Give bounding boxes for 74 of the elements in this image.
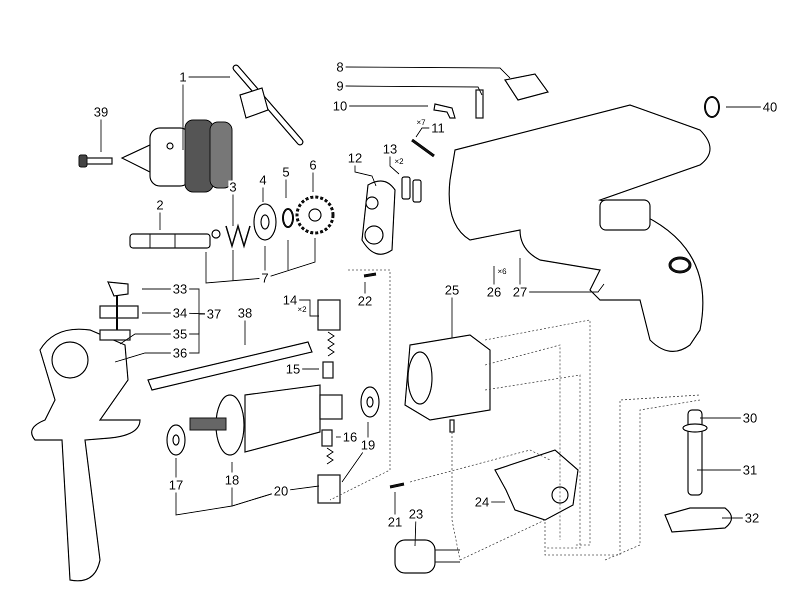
callout-number: 16: [342, 430, 358, 444]
leader-line: [100, 119, 102, 152]
callout-number: 3: [228, 180, 238, 194]
callout-number: 2: [155, 198, 165, 212]
callout-number: 13: [382, 142, 398, 156]
leader-line: [188, 76, 230, 78]
leader-line: [726, 106, 762, 108]
leader-line: [416, 128, 430, 138]
callout-number: 12: [346, 152, 364, 164]
quantity-note: ×2: [394, 158, 404, 166]
callout-number: 35: [172, 328, 188, 340]
leader-line: [206, 252, 260, 284]
callout-number: 25: [444, 284, 460, 296]
callout-number: 17: [168, 478, 184, 492]
quantity-note: ×6: [497, 268, 507, 276]
callout-number: 24: [474, 496, 490, 508]
callout-number: 20: [272, 484, 290, 498]
callout-number: 8: [335, 60, 345, 74]
callout-number: 26: [486, 286, 502, 298]
leader-line: [312, 172, 314, 192]
quantity-note: ×7: [416, 119, 426, 127]
leader-line: [302, 368, 320, 370]
callout-number: 36: [172, 346, 188, 360]
leader-line: [298, 300, 320, 316]
callout-number: 21: [386, 516, 404, 528]
leader-line: [270, 238, 316, 277]
callout-number: 9: [335, 80, 345, 92]
callout-number: 22: [356, 294, 374, 308]
leader-line: [188, 312, 206, 314]
quantity-note: ×2: [297, 306, 307, 314]
callout-number: 5: [281, 166, 291, 178]
leader-line: [364, 282, 366, 294]
callout-number: 7: [260, 272, 270, 284]
leader-line: [182, 84, 184, 150]
leader-line: [528, 284, 604, 292]
leader-line: [342, 452, 364, 482]
callout-number: 31: [742, 464, 758, 476]
callout-number: 37: [206, 308, 222, 320]
callout-number: 40: [762, 100, 778, 114]
leader-line: [232, 487, 272, 507]
leader-line: [120, 334, 172, 344]
callout-number: 19: [360, 438, 376, 452]
leader-line: [336, 436, 342, 438]
callout-number: 10: [332, 100, 348, 112]
leader-line: [142, 288, 172, 290]
callout-number: 6: [308, 158, 318, 172]
callout-number: 14: [282, 294, 298, 306]
leader-line: [414, 521, 416, 546]
callout-number: 27: [512, 286, 528, 298]
callout-number: 39: [92, 106, 110, 118]
callout-number: 32: [744, 512, 760, 524]
leader-line: [232, 194, 234, 226]
callout-number: 11: [430, 122, 446, 134]
callout-number: 33: [172, 282, 188, 296]
leader-line: [114, 352, 172, 362]
leader-line: [264, 246, 266, 271]
leader-line: [188, 314, 206, 354]
leader-line: [345, 66, 510, 78]
leader-line: [142, 312, 172, 314]
callout-number: 1: [178, 70, 188, 84]
callout-number: 15: [284, 362, 302, 376]
leader-line: [290, 486, 320, 490]
callout-number: 38: [236, 306, 254, 320]
leader-line: [345, 86, 482, 96]
leader-line: [390, 156, 400, 174]
callout-number: 34: [172, 306, 188, 320]
callout-number: 18: [224, 474, 240, 486]
callout-number: 23: [408, 508, 424, 520]
callout-number: 30: [742, 412, 758, 424]
leader-line: [394, 492, 396, 515]
leader-line: [354, 165, 376, 186]
leader-line: [262, 187, 264, 202]
callout-number: 4: [258, 174, 268, 186]
leader-line: [244, 320, 246, 346]
